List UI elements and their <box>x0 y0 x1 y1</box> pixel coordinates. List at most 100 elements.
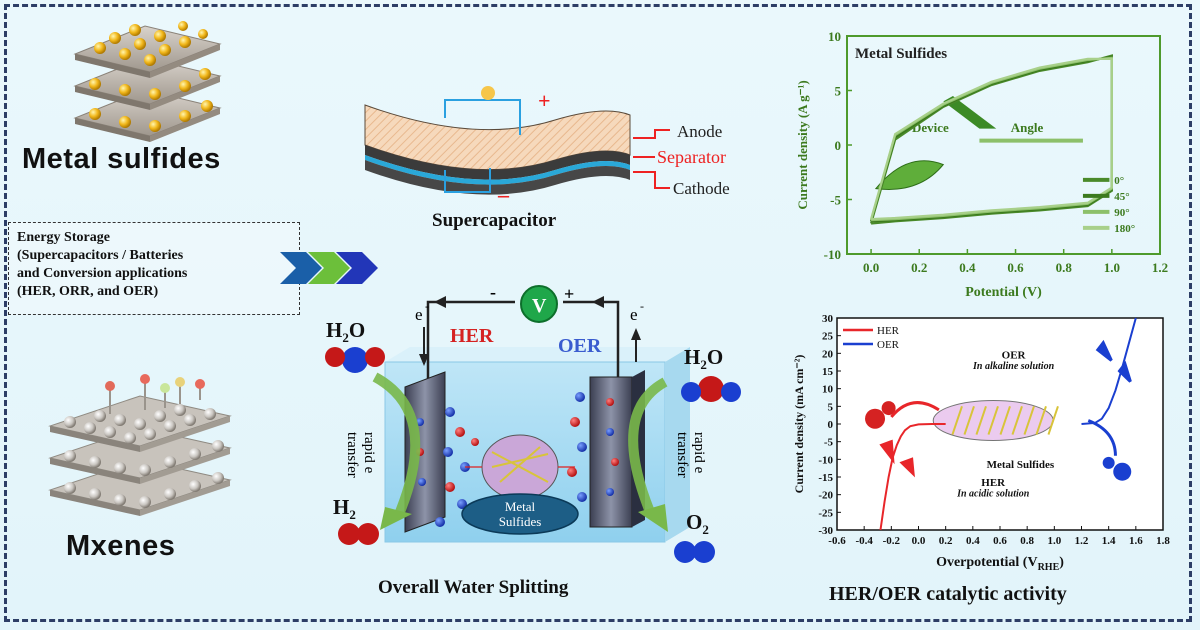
metal-sulfides-label: Metal sulfides <box>22 143 221 175</box>
mxenes-label: Mxenes <box>66 530 176 562</box>
pol-x-tick-label: 1.2 <box>1075 535 1089 547</box>
energy-applications-box: Energy Storage (Supercapacitors / Batter… <box>8 222 300 315</box>
pol-legend-label: OER <box>877 339 900 351</box>
water-splitting-cell: V - + e - e - HER OER <box>344 282 707 543</box>
pol-y-tick-label: -5 <box>824 437 834 449</box>
transfer-left-label: transfer <box>344 432 360 478</box>
cv-y-tick-label: 10 <box>828 29 841 44</box>
pol-h2-bubble-icon <box>865 408 886 429</box>
pol-y-tick-label: 0 <box>828 419 834 431</box>
pol-h2-bubble-icon <box>881 401 896 416</box>
anode-label: Anode <box>677 122 722 141</box>
rapid-right-label: rapid e <box>691 432 707 474</box>
pol-x-tick-label: 0.6 <box>993 535 1007 547</box>
pol-x-axis-label: Overpotential (VRHE) <box>936 555 1064 573</box>
pol-x-tick-label: 1.8 <box>1156 535 1170 547</box>
pol-cluster-bond <box>999 406 1011 435</box>
her-electrode-label: HER <box>450 325 494 347</box>
h2o-right-formula: H2O <box>684 345 724 373</box>
pol-y-tick-label: -30 <box>818 525 833 537</box>
cv-x-tick-label: 1.2 <box>1152 260 1168 275</box>
pol-y-tick-label: 30 <box>822 313 834 325</box>
cathode-label: Cathode <box>673 179 730 198</box>
cv-x-tick-label: 0.4 <box>959 260 976 275</box>
lightbulb-icon <box>481 86 495 100</box>
pol-x-tick-label: -0.6 <box>828 535 846 547</box>
pol-oer-arrowhead-icon <box>1095 339 1113 362</box>
separator-label: Separator <box>657 147 726 167</box>
cv-legend-label: 180° <box>1114 223 1135 235</box>
pol-cluster-bond <box>1047 406 1059 435</box>
angle-label: Angle <box>1011 120 1044 135</box>
h2o-left-molecule-icon <box>325 347 385 373</box>
electron-right-label: e <box>630 305 638 324</box>
pol-y-tick-label: -25 <box>818 507 833 519</box>
rapid-left-label: rapid e <box>361 432 377 474</box>
cv-legend-label: 45° <box>1114 191 1129 203</box>
h2-formula: H2 <box>333 495 356 523</box>
cv-x-tick-label: 0.2 <box>911 260 927 275</box>
cv-series-line <box>870 57 1113 221</box>
flexible-device-icon <box>874 160 945 190</box>
pol-her-label: HER <box>981 477 1006 489</box>
water-splitting-caption: Overall Water Splitting <box>378 577 569 598</box>
pol-x-tick-label: 0.8 <box>1020 535 1034 547</box>
pol-oer-sub: In alkaline solution <box>972 361 1055 372</box>
h2o-right-molecule-icon <box>681 376 741 402</box>
pol-series-line <box>879 423 946 531</box>
pol-cluster-bond <box>975 406 987 435</box>
cv-y-axis-label: Current density (A g⁻¹) <box>795 80 810 209</box>
pol-x-tick-label: 1.0 <box>1047 535 1061 547</box>
energy-line-3: and Conversion applications <box>17 266 188 281</box>
cv-x-tick-label: 0.6 <box>1007 260 1024 275</box>
pol-legend-label: HER <box>877 325 900 337</box>
cell-plus: + <box>564 284 574 304</box>
pol-x-tick-label: 0.4 <box>966 535 980 547</box>
pol-cluster-bond <box>963 406 975 435</box>
pol-oer-label: OER <box>1002 350 1027 362</box>
pol-y-tick-label: 15 <box>822 366 834 378</box>
pol-x-tick-label: 0.2 <box>939 535 953 547</box>
cv-y-tick-label: 0 <box>835 138 842 153</box>
dashed-border <box>4 4 1192 622</box>
pol-y-tick-label: -10 <box>818 454 833 466</box>
pol-cluster-bond <box>1011 406 1023 435</box>
chevron-arrows-icon <box>280 252 378 284</box>
pol-y-tick-label: 10 <box>822 384 834 396</box>
svg-text:-: - <box>425 299 429 313</box>
cv-legend-label: 0° <box>1114 175 1124 187</box>
pol-her-arrowhead-icon <box>879 439 895 465</box>
metal-sulfides-structure-illustration <box>73 21 222 142</box>
her-oer-caption: HER/OER catalytic activity <box>829 583 1067 605</box>
core-label-1: Metal <box>505 499 536 514</box>
electron-left-label: e <box>415 305 423 324</box>
transfer-right-label: transfer <box>674 432 690 478</box>
pol-y-tick-label: -15 <box>818 472 833 484</box>
pol-red-arrow-icon <box>890 401 940 418</box>
core-label-2: Sulfides <box>499 514 542 529</box>
svg-text:-: - <box>640 299 644 313</box>
pol-x-tick-label: -0.4 <box>855 535 873 547</box>
pol-x-tick-label: 0.0 <box>912 535 926 547</box>
voltmeter-label: V <box>532 295 547 317</box>
cv-y-tick-label: 5 <box>835 84 842 99</box>
cv-x-tick-label: 0.0 <box>863 260 879 275</box>
cv-x-tick-label: 0.8 <box>1056 260 1073 275</box>
cv-legend-label: 90° <box>1114 207 1129 219</box>
cv-y-tick-label: -10 <box>824 247 841 262</box>
h2o-left-formula: H2O <box>326 318 366 346</box>
pol-y-tick-label: -20 <box>818 490 833 502</box>
supercapacitor-diagram: + – Anode Separator Cathode <box>364 86 730 207</box>
supercapacitor-caption: Supercapacitor <box>432 210 557 231</box>
cv-x-axis-label: Potential (V) <box>965 285 1042 300</box>
pol-x-tick-label: 1.6 <box>1129 535 1143 547</box>
pol-o2-bubble-icon <box>1102 456 1115 469</box>
o2-formula: O2 <box>686 510 709 538</box>
pol-y-tick-label: 20 <box>822 348 834 360</box>
pol-core-label: Metal Sulfides <box>987 459 1055 471</box>
pol-y-tick-label: 5 <box>828 401 834 413</box>
pol-x-tick-label: -0.2 <box>883 535 901 547</box>
pol-y-axis-label: Current density (mA cm⁻²) <box>792 355 806 494</box>
